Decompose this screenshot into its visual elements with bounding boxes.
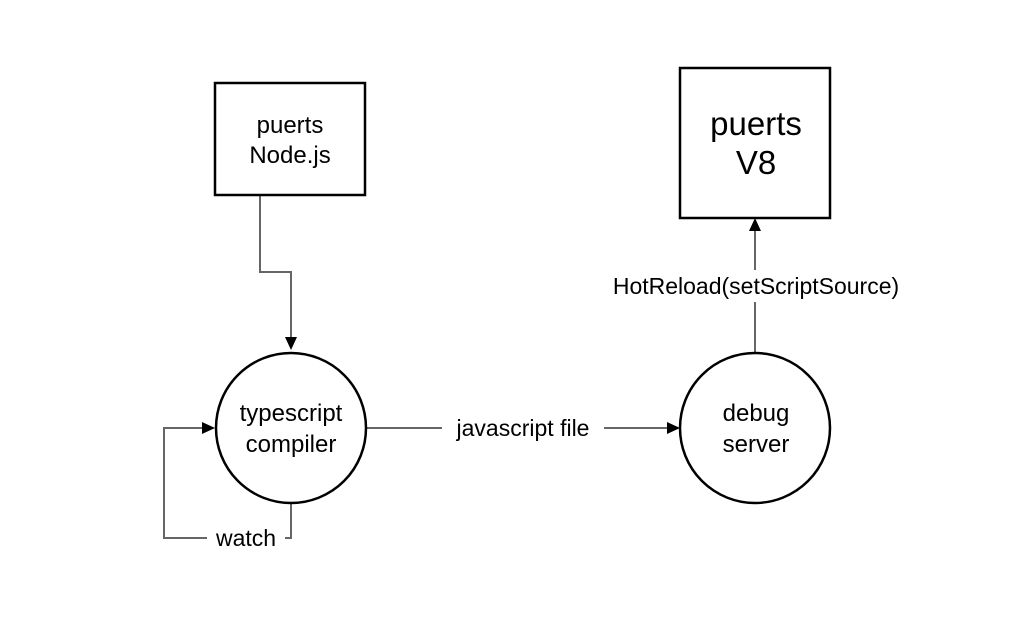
edge-label-hotreload: HotReload(setScriptSource)	[613, 273, 899, 299]
edge-nodejs-to-compiler	[259, 196, 297, 350]
node-circle	[678, 351, 832, 505]
node-label-line-2: compiler	[246, 431, 337, 458]
node-label-line-2: server	[723, 431, 790, 458]
node-puerts-nodejs: puerts Node.js	[213, 81, 367, 197]
node-label-line-1: debug	[723, 400, 790, 427]
edge-debug-server-to-v8: HotReload(setScriptSource)	[584, 218, 928, 352]
edge-watch-loop: watch	[163, 422, 292, 552]
arrowhead	[285, 337, 297, 350]
node-label-line-1: typescript	[240, 400, 343, 427]
label-background	[584, 270, 928, 302]
node-typescript-compiler: typescript compiler	[214, 351, 368, 505]
node-circle	[214, 351, 368, 505]
node-label-line-1: puerts	[257, 112, 324, 139]
arrowhead	[202, 422, 215, 434]
edge-line	[259, 196, 292, 338]
node-label-line-2: V8	[736, 144, 776, 181]
edge-label-watch: watch	[215, 525, 276, 551]
node-puerts-v8: puerts V8	[678, 66, 832, 220]
node-box	[213, 81, 367, 197]
label-background	[207, 522, 285, 552]
edge-label-javascript-file: javascript file	[456, 415, 590, 441]
node-label-line-2: Node.js	[249, 142, 330, 169]
label-background	[442, 412, 604, 444]
node-debug-server: debug server	[678, 351, 832, 505]
edge-compiler-to-debug-server: javascript file	[366, 412, 680, 444]
arrowhead	[749, 218, 761, 231]
edge-line	[163, 427, 292, 539]
arrowhead	[667, 422, 680, 434]
node-box	[678, 66, 832, 220]
node-label-line-1: puerts	[710, 105, 802, 142]
